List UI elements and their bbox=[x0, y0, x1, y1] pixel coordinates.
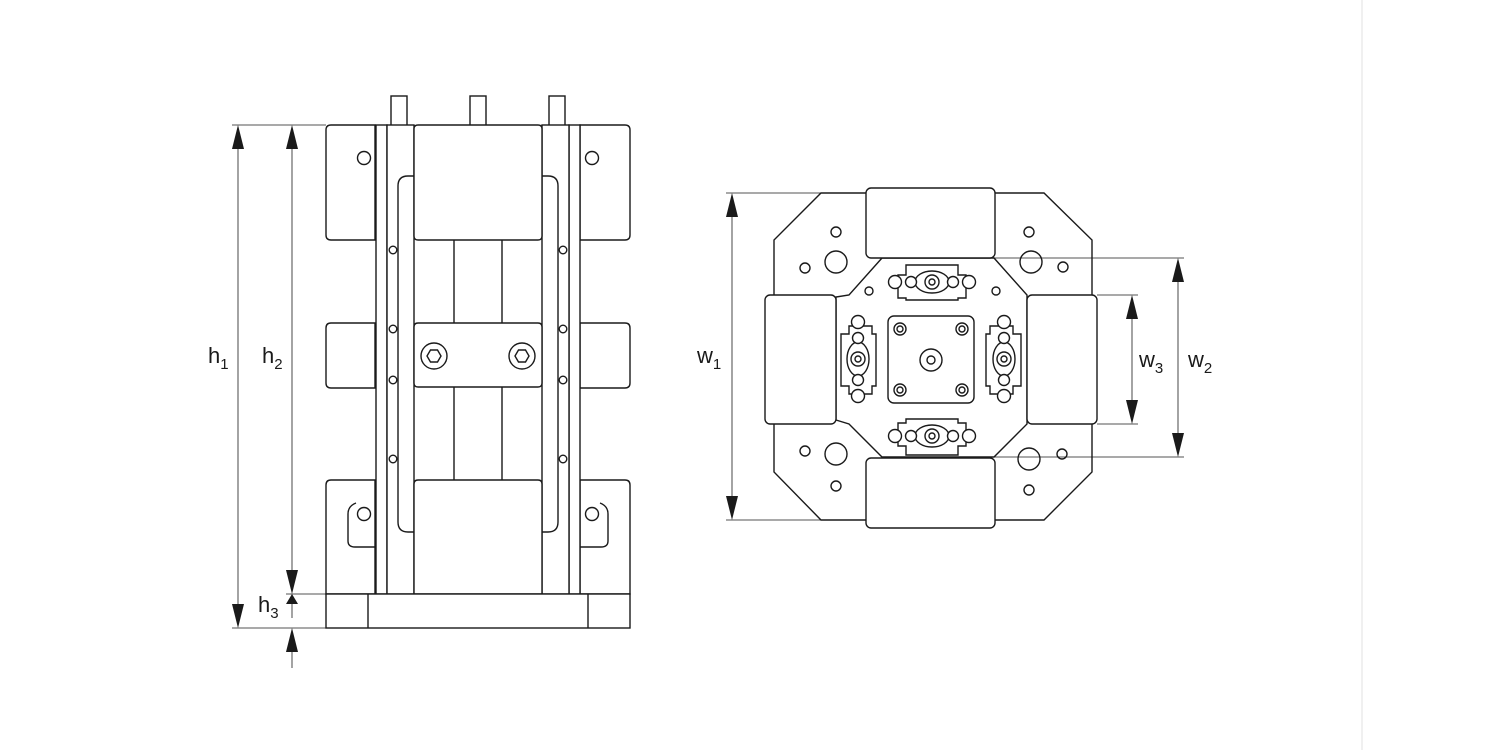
svg-text:w1: w1 bbox=[696, 343, 721, 373]
center-holes bbox=[893, 322, 969, 397]
lower-jaw bbox=[413, 479, 543, 595]
hex-socket-icon bbox=[426, 349, 442, 363]
frame-column bbox=[541, 124, 570, 595]
column-holes bbox=[388, 245, 568, 464]
center-block bbox=[413, 322, 543, 388]
side-plate bbox=[325, 124, 376, 241]
clamp-hook bbox=[580, 502, 609, 548]
dimension-w1: w1 bbox=[696, 193, 738, 520]
svg-text:w3: w3 bbox=[1138, 347, 1163, 377]
side-plate bbox=[579, 124, 631, 241]
base-plate bbox=[325, 593, 631, 629]
coupling-right bbox=[985, 314, 1022, 404]
mounting-hole bbox=[584, 150, 600, 166]
top-pin bbox=[390, 95, 408, 127]
coupling-top bbox=[887, 264, 977, 301]
side-plate bbox=[325, 479, 376, 595]
svg-text:h1: h1 bbox=[208, 343, 229, 373]
side-plate bbox=[325, 322, 376, 389]
guide-rail bbox=[375, 124, 388, 595]
inner-body bbox=[835, 257, 1028, 458]
frame-column bbox=[386, 124, 415, 595]
clamp-hook bbox=[347, 502, 375, 548]
top-view bbox=[764, 187, 1098, 529]
mounting-hole bbox=[356, 506, 372, 522]
top-pin bbox=[548, 95, 566, 127]
jaw-right bbox=[1026, 294, 1098, 425]
mounting-hole bbox=[356, 150, 372, 166]
side-dimensions: h1 h2 h3 bbox=[208, 124, 326, 668]
socket-screw bbox=[420, 342, 448, 370]
coupling-bottom bbox=[887, 418, 977, 456]
svg-text:h3: h3 bbox=[258, 592, 279, 622]
dimension-h3: h3 bbox=[258, 592, 298, 668]
jaw-top bbox=[865, 187, 996, 259]
socket-screw bbox=[508, 342, 536, 370]
coupling-left bbox=[840, 314, 877, 404]
guide-rail bbox=[568, 124, 581, 595]
side-plate bbox=[579, 479, 631, 595]
mounting-hole bbox=[584, 506, 600, 522]
upper-jaw bbox=[413, 124, 543, 241]
dimension-w3: w3 bbox=[1126, 295, 1163, 424]
dimension-w2: w2 bbox=[1172, 258, 1212, 457]
side-view bbox=[325, 95, 631, 629]
hex-socket-icon bbox=[514, 349, 530, 363]
svg-text:h2: h2 bbox=[262, 343, 283, 373]
slot-outline bbox=[542, 175, 559, 533]
side-plate bbox=[579, 322, 631, 389]
top-pin bbox=[469, 95, 487, 127]
jaw-bottom bbox=[865, 457, 996, 529]
dimension-h2: h2 bbox=[262, 125, 298, 594]
slot-outline bbox=[397, 175, 414, 533]
top-dimensions: w1 w2 w3 bbox=[696, 192, 1212, 521]
dimension-h1: h1 bbox=[208, 125, 244, 628]
jaw-left bbox=[764, 294, 837, 425]
svg-text:w2: w2 bbox=[1187, 347, 1212, 377]
